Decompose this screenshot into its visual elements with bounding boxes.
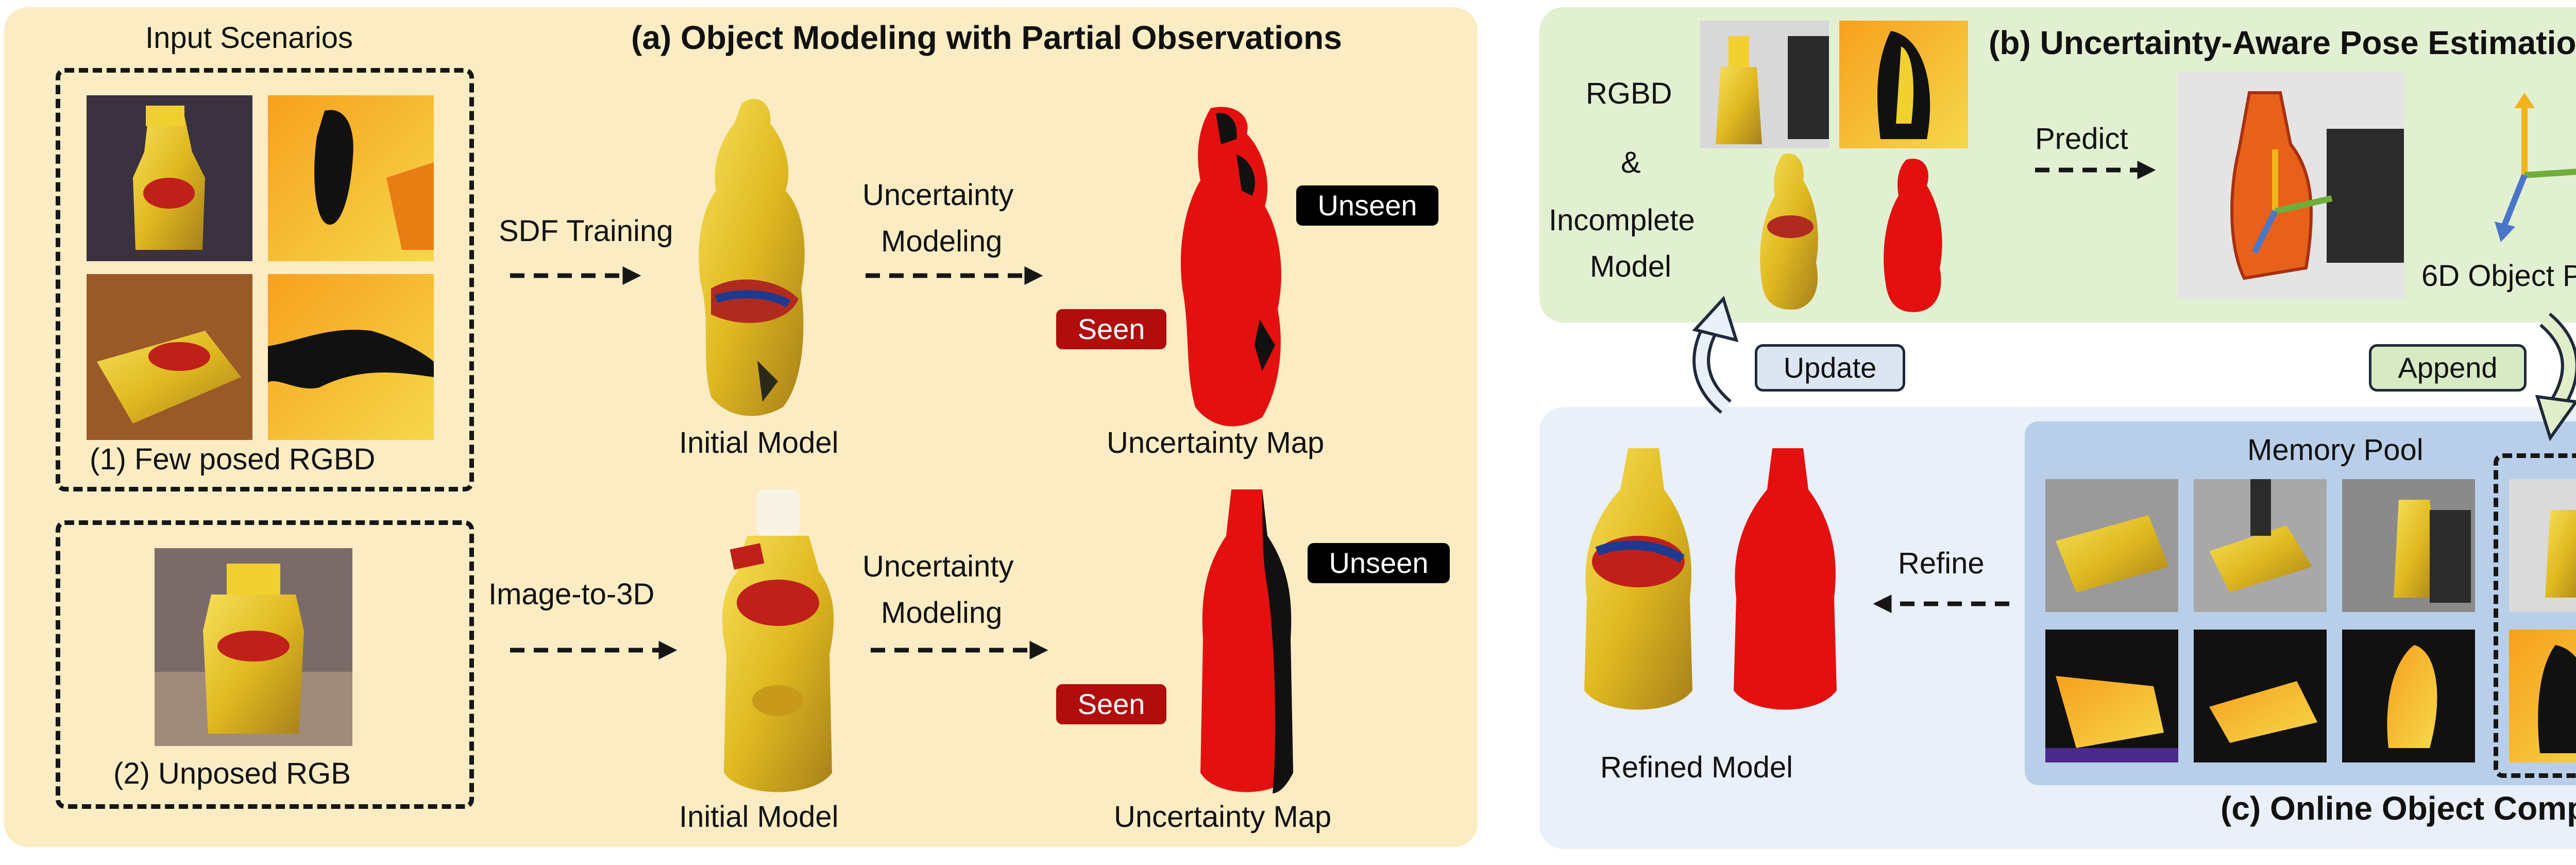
- initial-model-2: [722, 489, 834, 792]
- scenario-1-frame: [56, 68, 474, 491]
- initial-model-1: [699, 99, 805, 416]
- seen-tag-2: Seen: [1056, 684, 1166, 724]
- uncertainty-modeling-label-2b: Modeling: [881, 596, 1003, 630]
- update-label: Update: [1755, 344, 1905, 392]
- incomplete-model-textured: [1760, 154, 1818, 310]
- rgb-view-1: [87, 95, 252, 261]
- initial-model-2-label: Initial Model: [679, 800, 839, 834]
- input-scenarios-label: Input Scenarios: [138, 21, 361, 55]
- panel-b-title: (b) Uncertainty-Aware Pose Estimation: [1989, 24, 2576, 61]
- uncertainty-map-2-label: Uncertainty Map: [1114, 800, 1332, 834]
- model-label: Model: [1590, 250, 1671, 283]
- refined-model-textured: [1584, 448, 1692, 710]
- rgb-view-2: [87, 274, 252, 440]
- uncertainty-modeling-label-2a: Uncertainty: [862, 550, 1014, 583]
- seen-tag-1: Seen: [1056, 309, 1166, 349]
- refined-model-uncertainty: [1734, 448, 1837, 710]
- panel-c-title: (c) Online Object Completion: [2221, 790, 2576, 827]
- uncertainty-map-2: [1200, 489, 1293, 793]
- memory-pool-label: Memory Pool: [2247, 433, 2424, 467]
- uncertainty-modeling-label-1b: Modeling: [881, 225, 1003, 258]
- incomplete-model-uncertainty: [1884, 159, 1942, 312]
- uncertainty-map-1-label: Uncertainty Map: [1107, 426, 1325, 460]
- rgbd-rgb-frame: [1700, 21, 1829, 148]
- memory-rgb-1: [2045, 479, 2178, 612]
- unposed-rgb-image: [155, 548, 352, 746]
- refine-label: Refine: [1898, 547, 1985, 580]
- initial-model-1-label: Initial Model: [679, 426, 839, 460]
- incomplete-label: Incomplete: [1549, 203, 1695, 237]
- pose-overlay-image: [2177, 72, 2404, 299]
- depth-view-2: [268, 274, 434, 440]
- memory-rgb-3: [2342, 479, 2475, 612]
- sdf-training-label: SDF Training: [499, 214, 673, 248]
- scenario-2-frame: [56, 520, 474, 809]
- memory-depth-3: [2342, 630, 2475, 762]
- append-label: Append: [2369, 344, 2527, 392]
- memory-rgb-4: [2509, 479, 2576, 612]
- unseen-tag-1: Unseen: [1296, 185, 1438, 226]
- scenario-1-label: (1) Few posed RGBD: [90, 443, 376, 476]
- uncertainty-modeling-label-1a: Uncertainty: [862, 178, 1014, 212]
- ampersand-label: &: [1621, 146, 1641, 179]
- refined-model-label: Refined Model: [1600, 751, 1793, 784]
- scenario-2-label: (2) Unposed RGB: [113, 757, 351, 790]
- rgbd-depth-frame: [1839, 21, 1968, 148]
- image-to-3d-label: Image-to-3D: [488, 578, 655, 611]
- rgbd-label: RGBD: [1586, 77, 1672, 110]
- pose-label: 6D Object Pose: [2421, 259, 2576, 293]
- memory-depth-2: [2194, 630, 2327, 762]
- predict-label: Predict: [2035, 122, 2128, 156]
- panel-a-title: (a) Object Modeling with Partial Observa…: [631, 19, 1342, 56]
- depth-view-1: [268, 95, 434, 261]
- memory-depth-4: [2509, 630, 2576, 762]
- memory-depth-1: [2045, 630, 2178, 762]
- memory-rgb-2: [2194, 479, 2327, 612]
- pose-axes-icon: [2495, 93, 2576, 242]
- uncertainty-map-1: [1180, 107, 1281, 427]
- new-frame-highlight: [2494, 453, 2576, 778]
- unseen-tag-2: Unseen: [1308, 543, 1450, 583]
